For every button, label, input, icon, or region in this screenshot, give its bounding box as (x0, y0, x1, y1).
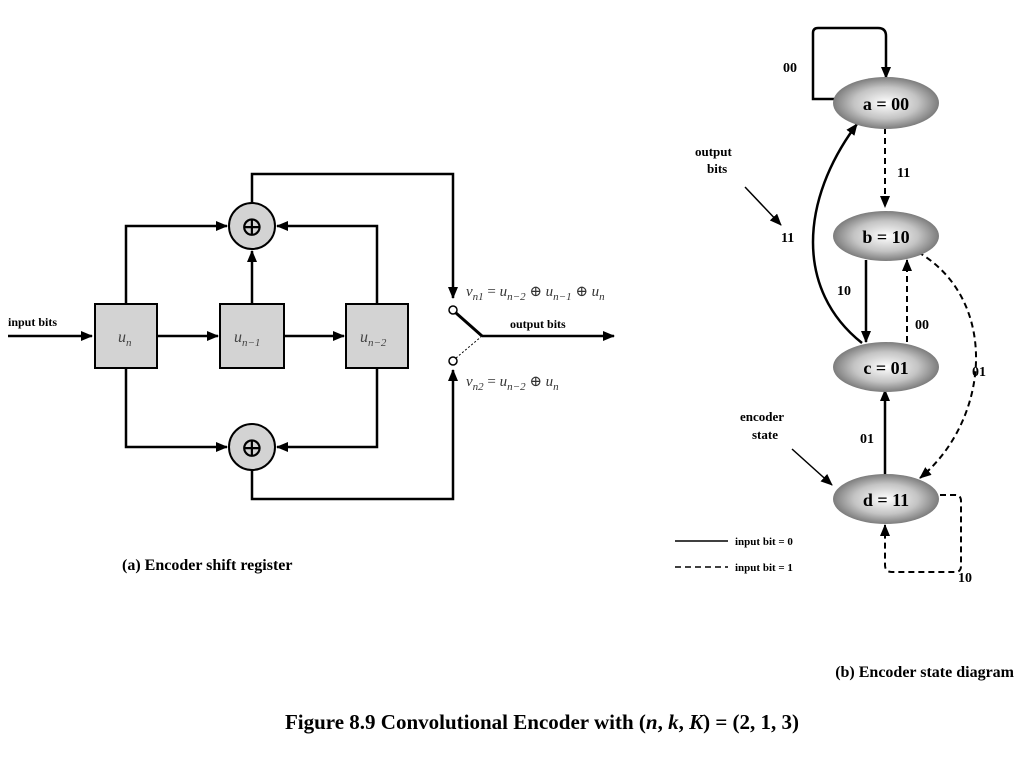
annotation-output-bits-pointer (744, 186, 782, 226)
encoder-shift-register: input bits un un−1 un−2 ⊕ ⊕ (8, 172, 615, 574)
register-un-2 (345, 303, 409, 369)
state-d-label: d = 11 (863, 490, 909, 510)
register-un (94, 303, 158, 369)
equation-vn1: vn1 = un−2 ⊕ un−1 ⊕ un (466, 284, 605, 303)
register-un-label: un (118, 329, 132, 349)
label-c-to-a: 11 (781, 231, 794, 246)
xor-bottom-symbol: ⊕ (240, 433, 263, 464)
state-diagram-caption: (b) Encoder state diagram (835, 664, 1014, 681)
edge-b-to-d (917, 251, 977, 479)
switch-contact-bottom (448, 356, 458, 366)
tap-un-top (124, 221, 228, 304)
edge-c-to-a (811, 123, 863, 344)
register-un-2-label: un−2 (360, 329, 387, 349)
switch-alt-path (455, 335, 483, 359)
xor-top-symbol: ⊕ (240, 212, 263, 243)
equation-vn2: vn2 = un−2 ⊕ un (466, 374, 559, 393)
state-c-label: c = 01 (863, 358, 908, 378)
switch-contact-top (448, 305, 458, 315)
state-d (833, 474, 939, 524)
register-un-1 (219, 303, 285, 369)
state-c (833, 342, 939, 392)
tap-un2-top (276, 221, 379, 304)
edge-a-self (811, 26, 891, 101)
label-c-to-b: 00 (915, 318, 929, 333)
state-b-label: b = 10 (862, 227, 909, 247)
annotation-encoder-state-pointer (791, 448, 833, 486)
register-un-1-label: un−1 (234, 329, 260, 349)
annotation-encoder-state-1: encoder (740, 409, 784, 424)
state-b (833, 211, 939, 261)
label-a-self: 00 (783, 61, 797, 76)
state-diagram: 00 11 11 10 00 01 01 10 a = 00 b = 10 c … (675, 26, 1015, 681)
legend-solid-label: input bit = 0 (735, 536, 793, 548)
label-d-self: 10 (958, 571, 972, 586)
edge-d-self (880, 494, 962, 573)
figure-caption: Figure 8.9 Convolutional Encoder with (n… (285, 710, 799, 734)
annotation-encoder-state-2: state (752, 427, 778, 442)
switch-blade (455, 311, 483, 338)
output-bits-label: output bits (510, 317, 566, 331)
tap-un2-bottom (276, 368, 379, 452)
state-a (833, 77, 939, 129)
label-b-to-c: 10 (837, 284, 851, 299)
tap-un-bottom (124, 368, 228, 452)
label-a-to-b: 11 (897, 166, 910, 181)
legend-dashed-label: input bit = 1 (735, 562, 793, 574)
vn2-line (250, 369, 458, 501)
encoder-caption: (a) Encoder shift register (122, 557, 292, 574)
annotation-output-bits-1: output (695, 144, 733, 159)
label-d-to-c: 01 (860, 432, 874, 447)
vn1-line (250, 172, 458, 299)
label-b-to-d: 01 (972, 365, 986, 380)
input-bits-label: input bits (8, 315, 57, 329)
state-a-label: a = 00 (863, 94, 909, 114)
annotation-output-bits-2: bits (707, 161, 727, 176)
